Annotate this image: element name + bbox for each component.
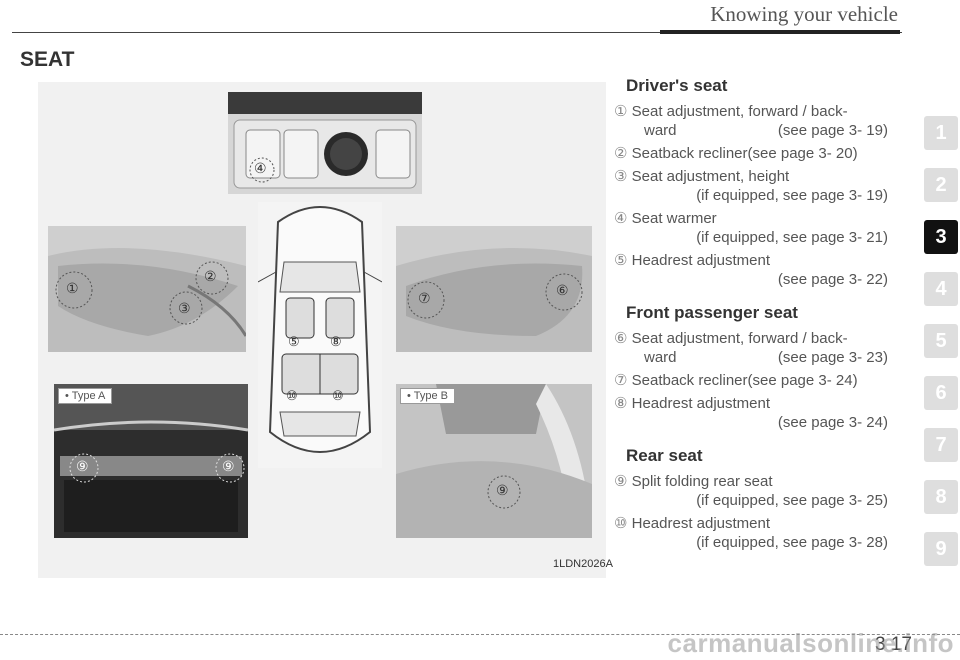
list-item: ① Seat adjustment, forward / back- ward(… xyxy=(614,103,888,139)
page-number: 3 17 xyxy=(875,634,912,655)
chapter-tab-2[interactable]: 2 xyxy=(924,168,958,202)
callout-10-right: ⑩ xyxy=(332,388,344,403)
list-item: ③ Seat adjustment, height (if equipped, … xyxy=(614,168,888,204)
callout-10-left: ⑩ xyxy=(286,388,298,403)
type-b-label: • Type B xyxy=(400,388,455,404)
list-item: ⑤ Headrest adjustment (see page 3- 22) xyxy=(614,252,888,288)
passenger-seat-photo: ⑥ ⑦ xyxy=(396,226,592,352)
chapter-tab-9[interactable]: 9 xyxy=(924,532,958,566)
callout-9-left: ⑨ xyxy=(76,458,89,474)
callout-3: ③ xyxy=(178,300,191,316)
chapter-tab-5[interactable]: 5 xyxy=(924,324,958,358)
list-item: ④ Seat warmer (if equipped, see page 3- … xyxy=(614,210,888,246)
header-rule xyxy=(12,32,902,33)
chapter-tab-1[interactable]: 1 xyxy=(924,116,958,150)
figure-code: 1LDN2026A xyxy=(553,558,613,570)
list-item: ⑩ Headrest adjustment (if equipped, see … xyxy=(614,515,888,551)
front-passenger-seat-heading: Front passenger seat xyxy=(626,303,798,322)
running-header: Knowing your vehicle xyxy=(710,2,898,26)
chapter-tab-6[interactable]: 6 xyxy=(924,376,958,410)
seat-descriptions: Driver's seat ① Seat adjustment, forward… xyxy=(614,76,914,556)
rear-seat-type-a-photo: • Type A ⑨ ⑨ xyxy=(54,384,248,538)
callout-1: ① xyxy=(66,280,79,296)
list-item: ⑦ Seatback recliner(see page 3- 24) xyxy=(614,372,858,389)
section-title: SEAT xyxy=(20,48,75,71)
callout-2: ② xyxy=(204,268,217,284)
callout-8: ⑧ xyxy=(330,334,342,349)
list-item: ② Seatback recliner(see page 3- 20) xyxy=(614,145,858,162)
chapter-tab-8[interactable]: 8 xyxy=(924,480,958,514)
callout-9-right: ⑨ xyxy=(222,458,235,474)
list-item: ⑥ Seat adjustment, forward / back- ward(… xyxy=(614,330,888,366)
footer-rule xyxy=(0,634,960,635)
list-item: ⑨ Split folding rear seat (if equipped, … xyxy=(614,473,888,509)
drivers-seat-heading: Driver's seat xyxy=(626,76,728,95)
callout-4: ④ xyxy=(254,160,267,176)
rear-seat-heading: Rear seat xyxy=(626,446,703,465)
chapter-tab-7[interactable]: 7 xyxy=(924,428,958,462)
chapter-tab-3[interactable]: 3 xyxy=(924,220,958,254)
chapter-tab-4[interactable]: 4 xyxy=(924,272,958,306)
seat-illustration: ④ ① ② ③ ⑥ ⑦ xyxy=(38,82,613,578)
rear-seat-type-b-photo: • Type B ⑨ xyxy=(396,384,592,538)
car-top-view: ⑤ ⑧ ⑩ ⑩ xyxy=(258,202,382,468)
list-item: ⑧ Headrest adjustment (see page 3- 24) xyxy=(614,395,888,431)
callout-5: ⑤ xyxy=(288,334,300,349)
seat-warmer-switch-photo: ④ xyxy=(228,92,422,194)
callout-6: ⑥ xyxy=(556,282,569,298)
callout-7: ⑦ xyxy=(418,290,431,306)
watermark: carmanualsonline.info xyxy=(667,628,954,658)
driver-seat-photo: ① ② ③ xyxy=(48,226,246,352)
callout-9-type-b: ⑨ xyxy=(496,482,509,498)
header-rule-bar xyxy=(660,30,900,34)
type-a-label: • Type A xyxy=(58,388,113,404)
